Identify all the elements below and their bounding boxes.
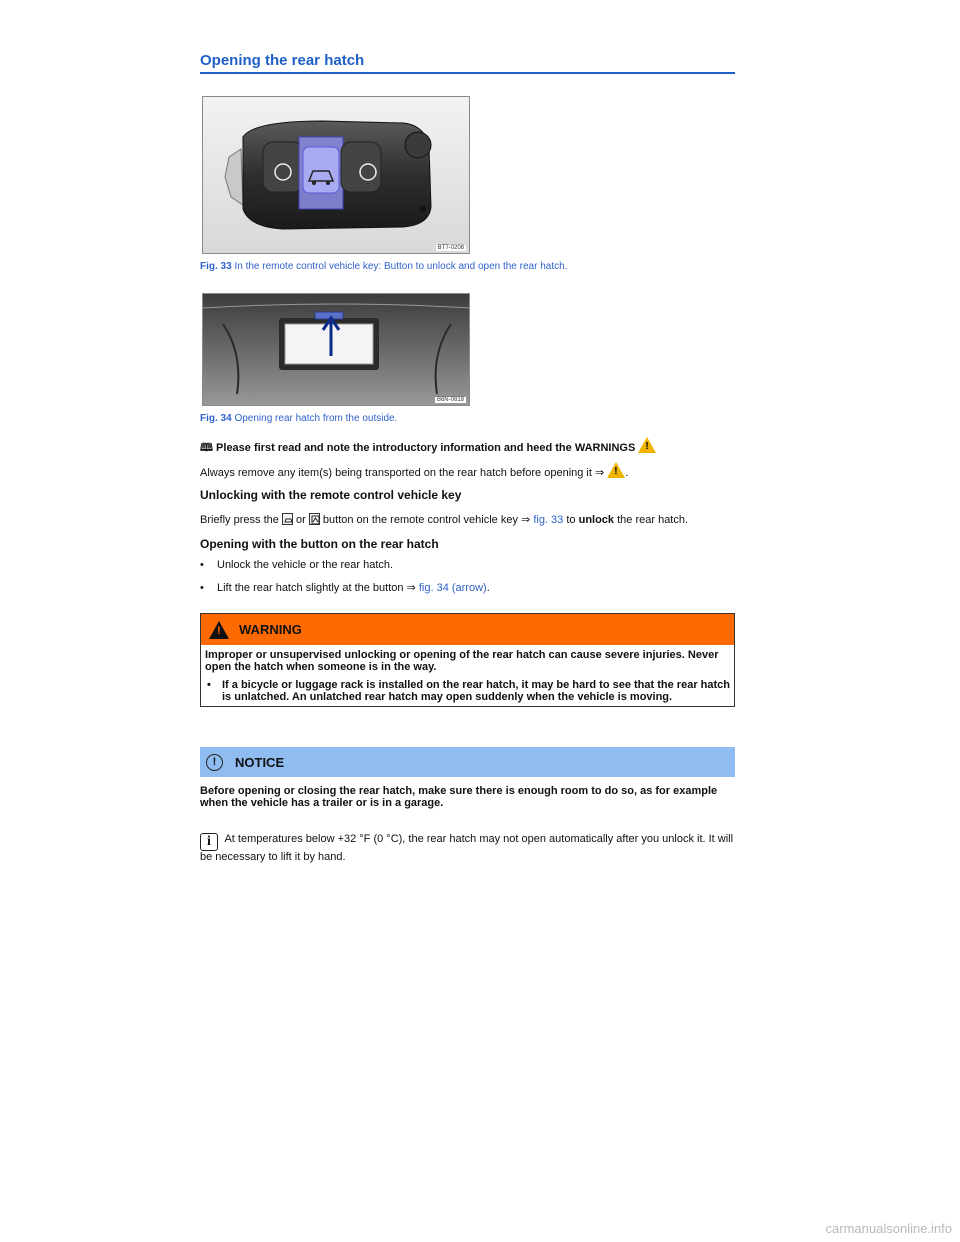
remote-key-illustration xyxy=(203,97,469,253)
warning-box: WARNING Improper or unsupervised unlocki… xyxy=(200,613,735,707)
list-item-text: Lift the rear hatch slightly at the butt… xyxy=(217,582,416,594)
brief-text: Briefly press the xyxy=(200,514,279,526)
warning-body: Improper or unsupervised unlocking or op… xyxy=(201,645,734,706)
bullet: • xyxy=(207,679,211,691)
figure-label: Fig. 33 xyxy=(200,261,232,272)
watermark: carmanualsonline.info xyxy=(825,1221,952,1236)
fig34-link[interactable]: fig. 34 (arrow) xyxy=(418,582,487,594)
warning-triangle-icon xyxy=(638,437,657,453)
notice-label: NOTICE xyxy=(235,754,285,770)
figure-caption: Fig. 33 In the remote control vehicle ke… xyxy=(200,261,567,272)
warning-header: WARNING xyxy=(201,614,734,645)
brief-bold: unlock xyxy=(578,514,615,526)
list-item-text-end: . xyxy=(486,582,490,594)
intro-note: 🕮 Please first read and note the introdu… xyxy=(200,437,735,455)
section-title: Opening the rear hatch xyxy=(200,52,735,74)
bullet: • xyxy=(200,582,204,594)
fig33-link[interactable]: fig. 33 xyxy=(533,514,564,526)
rear-hatch-key-icon xyxy=(281,513,293,525)
remove-text: Always remove any item(s) being transpor… xyxy=(200,467,605,479)
heading-open: Opening with the button on the rear hatc… xyxy=(200,537,439,551)
figure-caption-text: In the remote control vehicle key: Butto… xyxy=(234,261,568,272)
brief-text: button on the remote control vehicle key… xyxy=(322,514,531,526)
brief-or: or xyxy=(296,514,306,526)
warning-bullet: • If a bicycle or luggage rack is instal… xyxy=(205,679,730,703)
tip-text: At temperatures below +32 °F (0 °C), the… xyxy=(200,833,734,863)
notice-body: Before opening or closing the rear hatch… xyxy=(200,785,718,809)
book-icon: 🕮 xyxy=(200,442,213,454)
warning-text: Improper or unsupervised unlocking or op… xyxy=(205,649,719,673)
figure-caption-text: Opening rear hatch from the outside. xyxy=(234,413,398,424)
warning-triangle-icon xyxy=(607,462,626,478)
unlock-instructions: Briefly press the or button on the remot… xyxy=(200,513,735,527)
remove-items-text: Always remove any item(s) being transpor… xyxy=(200,462,735,480)
figure-caption: Fig. 34 Opening rear hatch from the outs… xyxy=(200,413,397,424)
notice-header: ! NOTICE xyxy=(200,747,735,777)
figure-code: B6N-0818 xyxy=(434,397,466,403)
brief-text: to xyxy=(566,514,576,526)
warning-triangle-icon xyxy=(209,620,229,639)
brief-text: the rear hatch. xyxy=(617,514,689,526)
intro-text: Please first read and note the introduct… xyxy=(216,442,636,454)
figure-rear-hatch: B6N-0818 xyxy=(202,293,470,406)
rear-hatch-key-alt-icon xyxy=(308,513,320,525)
tip-note: i At temperatures below +32 °F (0 °C), t… xyxy=(200,833,735,864)
figure-remote-key: BTT-0208 xyxy=(202,96,470,254)
heading-unlock: Unlocking with the remote control vehicl… xyxy=(200,488,462,502)
warning-label: WARNING xyxy=(239,622,302,637)
figure-code: BTT-0208 xyxy=(435,245,466,251)
remove-text-end: . xyxy=(625,467,629,479)
figure-label: Fig. 34 xyxy=(200,413,232,424)
info-icon: i xyxy=(200,833,218,851)
rear-hatch-illustration xyxy=(203,294,469,405)
bullet: • xyxy=(200,559,204,571)
warning-bullet-text: If a bicycle or luggage rack is installe… xyxy=(222,679,730,703)
notice-exclamation-icon: ! xyxy=(206,753,223,771)
list-item-text: Unlock the vehicle or the rear hatch. xyxy=(217,559,394,571)
